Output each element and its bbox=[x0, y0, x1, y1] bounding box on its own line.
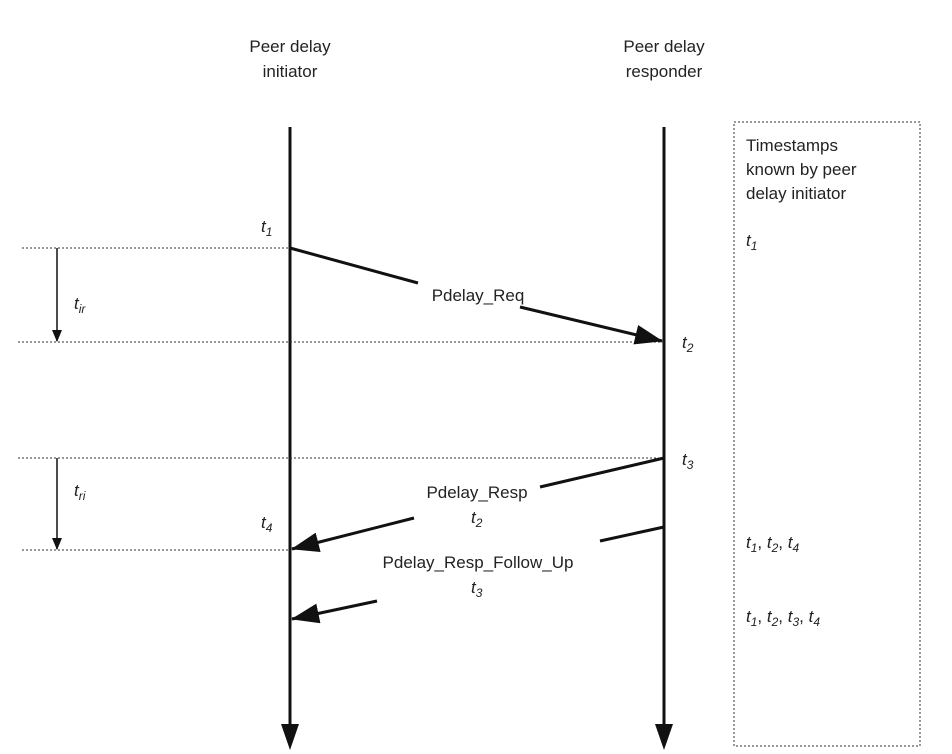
pdelay-resp-arrow-segment-2 bbox=[291, 516, 415, 553]
initiator-label-line1: Peer delay bbox=[249, 37, 331, 56]
initiator-lifeline-arrowhead bbox=[281, 724, 299, 750]
pdelay-resp-arrow-segment-1 bbox=[539, 456, 665, 489]
pdelay-resp-label: Pdelay_Resp bbox=[426, 483, 527, 502]
t2-label: t2 bbox=[682, 333, 694, 355]
pdelay-req-arrow-segment-2 bbox=[519, 305, 663, 345]
t-ri-label: tri bbox=[74, 481, 86, 503]
known-timestamps-3: t1, t2, t3, t4 bbox=[746, 607, 820, 629]
responder-label-line1: Peer delay bbox=[623, 37, 705, 56]
timestamps-box-title-line2: known by peer bbox=[746, 160, 857, 179]
initiator-label-line2: initiator bbox=[263, 62, 318, 81]
pdelay-req-arrow-segment-1 bbox=[289, 246, 419, 285]
timestamps-box bbox=[733, 121, 921, 747]
pdelay-resp-follow-up-timestamp: t3 bbox=[471, 578, 483, 600]
timestamps-box-title-line1: Timestamps bbox=[746, 136, 838, 155]
t4-label: t4 bbox=[261, 513, 273, 535]
t3-label: t3 bbox=[682, 450, 694, 472]
pdelay-resp-follow-up-label: Pdelay_Resp_Follow_Up bbox=[383, 553, 574, 572]
responder-label-line2: responder bbox=[626, 62, 703, 81]
pdelay-req-label: Pdelay_Req bbox=[432, 286, 525, 305]
known-timestamps-2: t1, t2, t4 bbox=[746, 533, 799, 555]
pdelay-resp-follow-up-arrow-segment-2 bbox=[291, 599, 378, 624]
pdelay-resp-timestamp: t2 bbox=[471, 508, 483, 530]
responder-lifeline-arrowhead bbox=[655, 724, 673, 750]
t-ir-label: tir bbox=[74, 294, 86, 316]
known-timestamps-1: t1 bbox=[746, 231, 757, 253]
timestamps-box-title-line3: delay initiator bbox=[746, 184, 847, 203]
pdelay-resp-follow-up-arrow-segment-1 bbox=[599, 525, 665, 543]
t1-label: t1 bbox=[261, 217, 272, 239]
